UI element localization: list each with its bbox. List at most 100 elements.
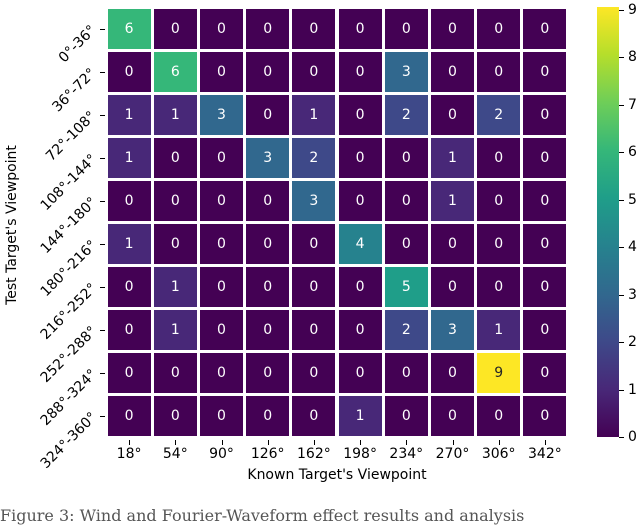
heatmap-cell: 1 [338,395,382,436]
y-tick-mark [100,71,105,73]
colorbar-tick-mark [619,152,624,154]
y-tick-mark [100,157,105,159]
heatmap-cell: 0 [384,395,428,436]
x-tick-mark [452,440,454,445]
heatmap-cell: 2 [384,94,428,135]
heatmap-cell: 0 [523,51,567,92]
heatmap-cell: 0 [292,352,336,393]
heatmap-cell: 0 [430,266,475,307]
heatmap-cell: 1 [430,180,475,221]
heatmap-cell: 0 [384,352,428,393]
heatmap-cell: 0 [199,266,244,307]
x-tick-label: 342° [528,446,562,462]
heatmap-cell: 0 [338,180,382,221]
colorbar-tick-label: 3 [628,286,637,303]
heatmap-cell: 0 [246,266,290,307]
heatmap-cell: 0 [153,223,197,264]
heatmap-cell: 2 [292,137,336,178]
heatmap-cell: 2 [477,94,521,135]
heatmap-cell: 0 [107,395,151,436]
y-tick-mark [100,415,105,417]
x-tick-label: 90° [209,446,234,462]
y-tick-mark [100,372,105,374]
heatmap-cell: 0 [477,223,521,264]
y-tick-mark [100,243,105,245]
heatmap-cell: 0 [523,395,567,436]
heatmap-cell: 0 [153,395,197,436]
heatmap-cell: 0 [199,180,244,221]
heatmap-cell: 0 [384,8,428,49]
heatmap-cell: 0 [430,352,475,393]
heatmap-cell: 0 [338,266,382,307]
heatmap-cell: 1 [107,223,151,264]
heatmap-cell: 0 [199,395,244,436]
heatmap-cell: 1 [292,94,336,135]
heatmap-cell: 4 [338,223,382,264]
colorbar-tick-mark [619,104,624,106]
heatmap-cell: 0 [107,266,151,307]
heatmap-cell: 0 [107,51,151,92]
x-tick-label: 198° [343,446,377,462]
colorbar-tick-label: 0 [628,429,637,445]
heatmap-cell: 0 [384,137,428,178]
y-tick-mark [100,114,105,116]
heatmap-cell: 0 [338,137,382,178]
x-tick-label: 162° [297,446,331,462]
heatmap-cell: 1 [107,94,151,135]
heatmap-cell: 0 [246,94,290,135]
y-axis-title: Test Target's Viewpoint [4,145,20,305]
colorbar-tick-label: 5 [628,191,637,208]
colorbar-tick-label: 7 [628,96,637,113]
heatmap-cell: 1 [153,94,197,135]
heatmap-cell: 0 [199,223,244,264]
heatmap-cell: 0 [246,51,290,92]
heatmap-cell: 0 [199,352,244,393]
x-tick-label: 126° [250,446,285,462]
x-tick-mark [544,440,546,445]
heatmap-cell: 0 [477,137,521,178]
heatmap-cell: 1 [153,266,197,307]
x-tick-mark [221,440,223,445]
y-tick-mark [100,286,105,288]
heatmap-cell: 0 [523,94,567,135]
heatmap-cell: 0 [338,8,382,49]
heatmap-cell: 5 [384,266,428,307]
heatmap-cell: 3 [430,309,475,350]
heatmap-cell: 0 [292,8,336,49]
heatmap-cell: 3 [199,94,244,135]
heatmap-cell: 0 [153,180,197,221]
colorbar [597,7,619,437]
colorbar-tick-mark [619,294,624,296]
heatmap-cell: 0 [477,51,521,92]
heatmap-cell: 1 [477,309,521,350]
colorbar-tick-label: 4 [628,239,637,256]
x-tick-label: 18° [116,446,142,462]
heatmap-cell: 3 [292,180,336,221]
heatmap-cell: 0 [199,309,244,350]
colorbar-tick-label: 8 [628,49,637,66]
y-tick-mark [100,200,105,202]
colorbar-tick-label: 1 [628,381,637,398]
x-tick-mark [360,440,362,445]
heatmap-cell: 0 [153,137,197,178]
heatmap-cell: 0 [523,309,567,350]
heatmap-cell: 0 [430,223,475,264]
heatmap-cell: 0 [430,51,475,92]
heatmap-cell: 0 [338,309,382,350]
y-tick-label: 36°-72° [49,64,100,115]
x-tick-label: 234° [389,446,424,462]
x-tick-mark [406,440,408,445]
heatmap-cell: 0 [523,352,567,393]
x-tick-mark [498,440,500,445]
heatmap-cell: 0 [292,395,336,436]
heatmap-cell: 0 [338,94,382,135]
heatmap-cell: 0 [246,395,290,436]
heatmap-cell: 0 [199,8,244,49]
heatmap-cell: 0 [153,352,197,393]
heatmap-cell: 0 [292,223,336,264]
heatmap-cell: 0 [477,395,521,436]
heatmap-cell: 0 [523,223,567,264]
heatmap-cell: 0 [292,51,336,92]
colorbar-tick-mark [619,57,624,59]
heatmap-cell: 0 [477,8,521,49]
